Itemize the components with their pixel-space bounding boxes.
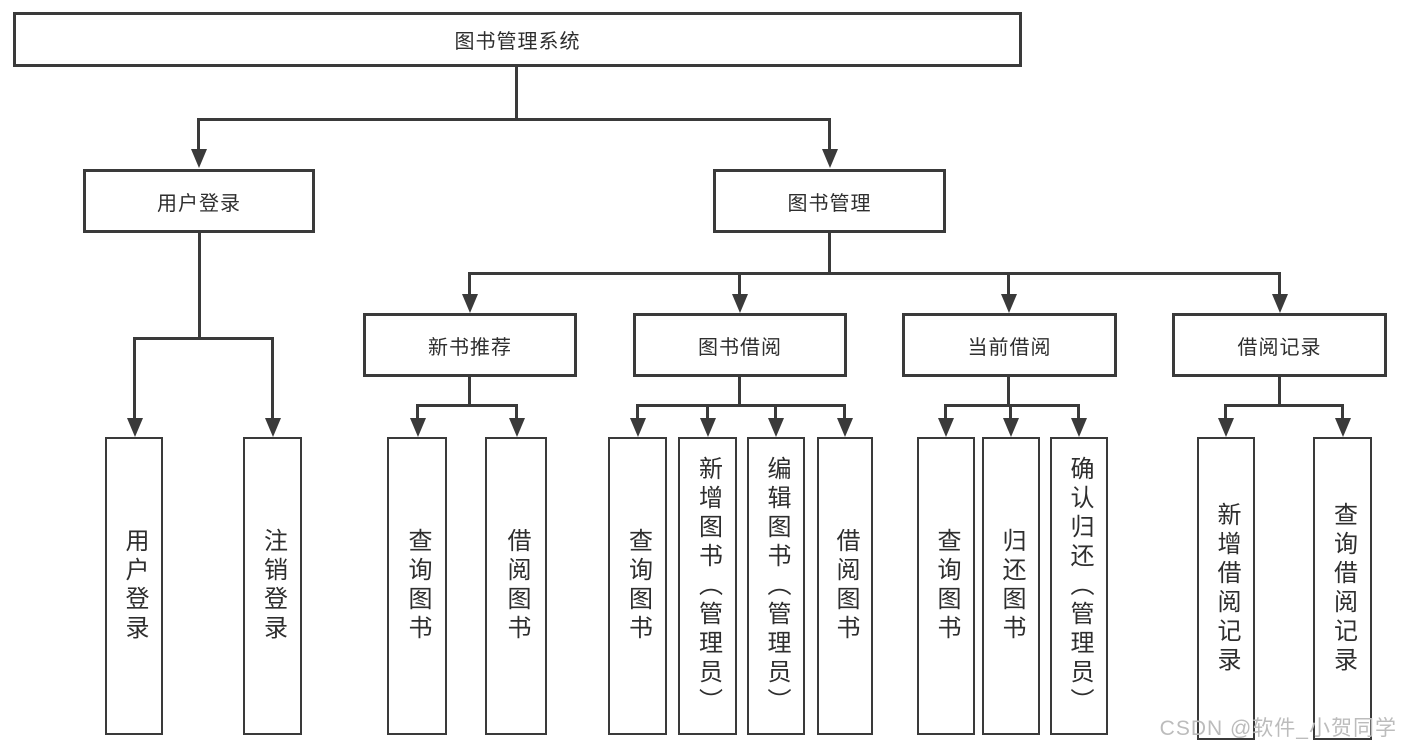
- connector-line: [133, 337, 136, 419]
- connector-line: [738, 272, 741, 296]
- leaf-user-login: 用户登录: [105, 437, 163, 735]
- node-new-book-recommend: 新书推荐: [363, 313, 577, 377]
- leaf-bb-query-books: 查询图书: [608, 437, 667, 735]
- connector-line: [198, 233, 201, 337]
- leaf-bb-add-books: 新增图书（管理员）: [678, 437, 737, 735]
- node-borrow-records: 借阅记录: [1172, 313, 1387, 377]
- arrow-down-icon: [768, 418, 784, 437]
- connector-line: [271, 337, 274, 419]
- node-book-management: 图书管理: [713, 169, 946, 233]
- connector-line: [468, 377, 471, 407]
- node-user-login-label: 用户登录: [157, 192, 241, 215]
- node-borrow-records-label: 借阅记录: [1237, 336, 1322, 359]
- arrow-down-icon: [1335, 418, 1351, 437]
- arrow-down-icon: [837, 418, 853, 437]
- connector-line: [416, 404, 419, 419]
- connector-line: [1224, 404, 1227, 419]
- arrow-down-icon: [822, 149, 838, 168]
- node-book-borrow-label: 图书借阅: [698, 336, 782, 359]
- arrow-down-icon: [1001, 294, 1017, 313]
- arrow-down-icon: [1218, 418, 1234, 437]
- connector-line: [636, 404, 639, 419]
- arrow-down-icon: [630, 418, 646, 437]
- leaf-rec-query-record-label: 查询借阅记录: [1329, 501, 1357, 676]
- leaf-rec-query-record: 查询借阅记录: [1313, 437, 1372, 740]
- node-current-borrow-label: 当前借阅: [967, 336, 1052, 359]
- connector-line: [416, 404, 518, 407]
- node-user-login: 用户登录: [83, 169, 315, 233]
- arrow-down-icon: [509, 418, 525, 437]
- connector-line: [774, 404, 777, 419]
- arrow-down-icon: [462, 294, 478, 313]
- leaf-cb-query-books: 查询图书: [917, 437, 975, 735]
- connector-line: [1077, 404, 1080, 419]
- connector-line: [197, 118, 831, 121]
- connector-line: [468, 272, 471, 296]
- node-current-borrow: 当前借阅: [902, 313, 1117, 377]
- connector-line: [197, 118, 200, 151]
- connector-line: [828, 118, 831, 151]
- leaf-bb-add-books-label: 新增图书（管理员）: [694, 455, 722, 717]
- leaf-cb-confirm-return: 确认归还（管理员）: [1050, 437, 1108, 735]
- leaf-nb-query-books: 查询图书: [387, 437, 447, 735]
- leaf-rec-add-record: 新增借阅记录: [1197, 437, 1255, 740]
- leaf-rec-add-record-label: 新增借阅记录: [1213, 501, 1240, 676]
- arrow-down-icon: [1272, 294, 1288, 313]
- leaf-user-login-label: 用户登录: [121, 528, 148, 644]
- leaf-cb-query-books-label: 查询图书: [933, 528, 960, 644]
- connector-line: [944, 404, 947, 419]
- connector-line: [738, 377, 741, 407]
- connector-line: [468, 272, 1281, 275]
- leaf-bb-borrow-books: 借阅图书: [817, 437, 873, 735]
- leaf-cb-return-books: 归还图书: [982, 437, 1040, 735]
- node-book-management-label: 图书管理: [787, 192, 872, 215]
- arrow-down-icon: [410, 418, 426, 437]
- connector-line: [1009, 404, 1012, 419]
- connector-line: [828, 233, 831, 272]
- arrow-down-icon: [1003, 418, 1019, 437]
- node-book-borrow: 图书借阅: [633, 313, 847, 377]
- connector-line: [1341, 404, 1344, 419]
- connector-line: [843, 404, 846, 419]
- connector-line: [1224, 404, 1344, 407]
- connector-line: [636, 404, 846, 407]
- leaf-bb-query-books-label: 查询图书: [624, 528, 652, 644]
- leaf-logout-label: 注销登录: [259, 528, 287, 644]
- leaf-nb-borrow-books: 借阅图书: [485, 437, 547, 735]
- connector-line: [944, 404, 1080, 407]
- node-library-system: 图书管理系统: [13, 12, 1022, 67]
- connector-line: [1278, 272, 1281, 296]
- connector-line: [515, 404, 518, 419]
- connector-line: [134, 337, 274, 340]
- leaf-bb-edit-books: 编辑图书（管理员）: [747, 437, 805, 735]
- leaf-cb-return-books-label: 归还图书: [998, 528, 1025, 644]
- node-new-book-recommend-label: 新书推荐: [428, 336, 512, 359]
- leaf-cb-confirm-return-label: 确认归还（管理员）: [1066, 455, 1093, 717]
- connector-line: [1007, 377, 1010, 407]
- connector-line: [1007, 272, 1010, 296]
- arrow-down-icon: [265, 418, 281, 437]
- arrow-down-icon: [700, 418, 716, 437]
- arrow-down-icon: [1071, 418, 1087, 437]
- arrow-down-icon: [191, 149, 207, 168]
- arrow-down-icon: [127, 418, 143, 437]
- arrow-down-icon: [938, 418, 954, 437]
- node-library-system-label: 图书管理系统: [454, 31, 581, 53]
- arrow-down-icon: [732, 294, 748, 313]
- connector-line: [1278, 377, 1281, 407]
- leaf-bb-edit-books-label: 编辑图书（管理员）: [763, 455, 790, 717]
- connector-line: [515, 67, 518, 118]
- leaf-nb-borrow-books-label: 借阅图书: [503, 528, 530, 644]
- leaf-logout: 注销登录: [243, 437, 302, 735]
- leaf-nb-query-books-label: 查询图书: [404, 528, 431, 644]
- csdn-watermark: CSDN @软件_小贺同学: [1159, 717, 1397, 740]
- leaf-bb-borrow-books-label: 借阅图书: [832, 528, 859, 644]
- connector-line: [706, 404, 709, 419]
